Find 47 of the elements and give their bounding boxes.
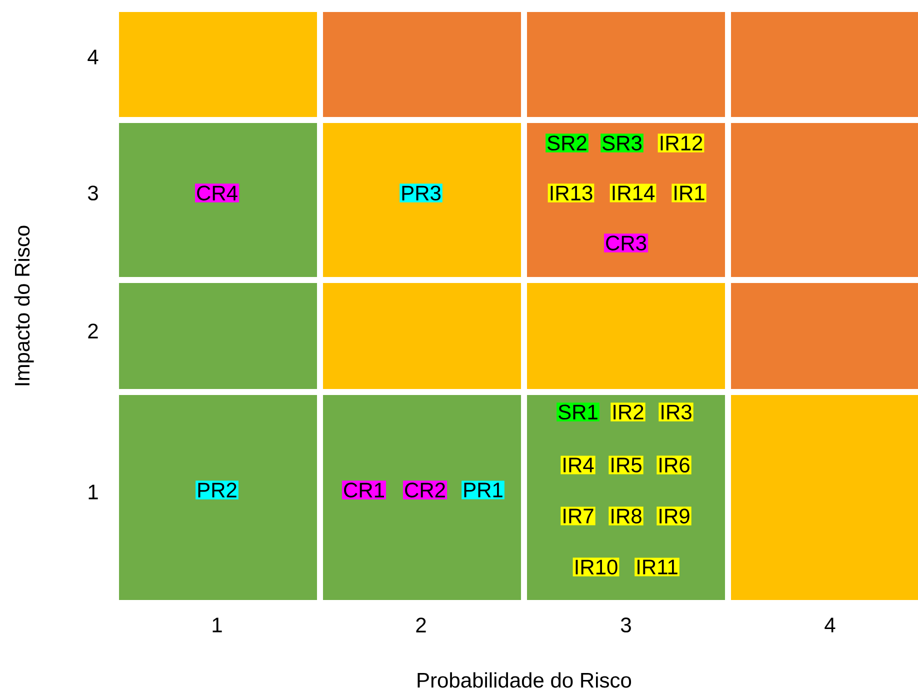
risk-tag: PR3 bbox=[400, 184, 442, 202]
axis-tick-label: 2 bbox=[416, 618, 426, 632]
matrix-cell bbox=[527, 12, 725, 117]
axis-tick-label: 1 bbox=[212, 618, 222, 632]
risk-tag: IR13 bbox=[548, 184, 594, 202]
risk-tag: IR11 bbox=[634, 558, 680, 576]
matrix-cell bbox=[527, 283, 725, 389]
risk-tag: IR7 bbox=[560, 506, 596, 526]
axis-tick-label: 3 bbox=[88, 186, 98, 200]
risk-tag: CR1 bbox=[342, 480, 386, 500]
risk-tag: CR4 bbox=[195, 184, 240, 202]
axis-title: Probabilidade do Risco bbox=[418, 672, 632, 688]
risk-tag: IR3 bbox=[658, 402, 694, 422]
risk-tag: SR1 bbox=[556, 402, 600, 422]
axis-tick-label: 3 bbox=[620, 618, 631, 632]
matrix-cell bbox=[731, 395, 918, 600]
risk-tag: CR2 bbox=[403, 480, 447, 500]
matrix-cell bbox=[731, 12, 918, 117]
matrix-cell bbox=[731, 283, 918, 389]
axis-tick-label: 2 bbox=[88, 324, 98, 338]
matrix-cell bbox=[119, 283, 317, 389]
risk-tag: IR12 bbox=[658, 134, 704, 152]
axis-tick-label: 1 bbox=[88, 484, 98, 500]
risk-tag: IR10 bbox=[572, 558, 620, 576]
risk-tag: IR14 bbox=[610, 184, 656, 202]
matrix-cell bbox=[323, 12, 521, 117]
matrix-cell bbox=[119, 123, 317, 277]
matrix-cell bbox=[323, 283, 521, 389]
risk-tag: IR2 bbox=[610, 402, 646, 422]
matrix-cell bbox=[119, 12, 317, 117]
risk-tag: PR1 bbox=[462, 480, 504, 500]
risk-tag: SR2 bbox=[546, 134, 588, 152]
axis-tick-label: 4 bbox=[88, 50, 98, 64]
risk-tag: IR8 bbox=[608, 506, 644, 526]
risk-tag: IR5 bbox=[608, 456, 644, 474]
risk-tag: CR3 bbox=[604, 234, 648, 252]
risk-tag: IR4 bbox=[560, 456, 596, 474]
risk-tag: IR6 bbox=[656, 456, 692, 474]
matrix-cell bbox=[731, 123, 918, 277]
axis-title: Impacto do Risco bbox=[14, 226, 34, 386]
risk-tag: IR1 bbox=[672, 184, 706, 202]
matrix-cell bbox=[323, 395, 521, 600]
matrix-cell bbox=[119, 395, 317, 600]
matrix-cell bbox=[323, 123, 521, 277]
risk-tag: SR3 bbox=[600, 134, 644, 152]
risk-tag: PR2 bbox=[196, 480, 238, 500]
risk-tag: IR9 bbox=[656, 506, 692, 526]
